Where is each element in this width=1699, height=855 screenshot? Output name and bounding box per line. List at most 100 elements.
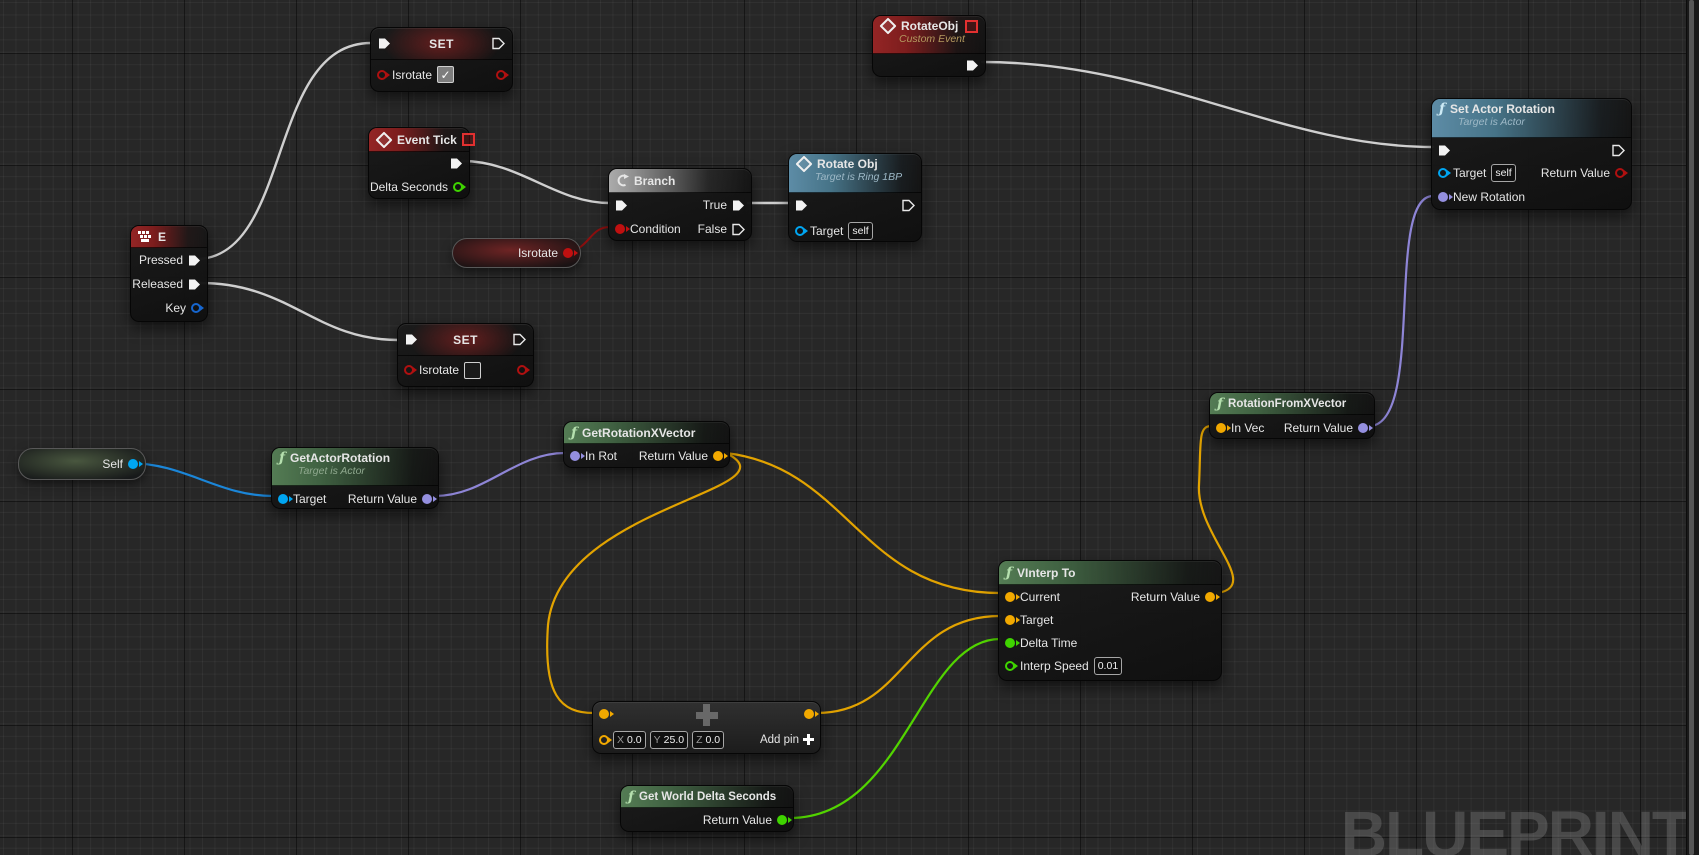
scrollbar-thumb[interactable] bbox=[1689, 0, 1694, 855]
exec-out-pin[interactable] bbox=[1612, 144, 1625, 157]
node-rotation-from-x-vector[interactable]: ƒ RotationFromXVector In Vec Return Valu… bbox=[1209, 392, 1375, 439]
new-rotation-pin[interactable] bbox=[1438, 192, 1448, 202]
target-value-input[interactable]: self bbox=[1491, 164, 1516, 182]
return-value-pin[interactable] bbox=[1205, 591, 1215, 602]
target-pin[interactable] bbox=[1005, 614, 1015, 625]
wire-deltaseconds-to-deltatime[interactable] bbox=[788, 637, 1002, 820]
node-rotate-obj-call[interactable]: Rotate Obj Target is Ring 1BP Target sel… bbox=[788, 153, 922, 242]
key-pin[interactable] bbox=[191, 303, 201, 313]
node-get-rotation-x-vector[interactable]: ƒ GetRotationXVector In Rot Return Value bbox=[563, 421, 730, 468]
target-pin[interactable] bbox=[795, 225, 805, 236]
interp-speed-value: 0.01 bbox=[1097, 659, 1119, 672]
return-value-pin[interactable] bbox=[1615, 168, 1625, 178]
vertical-scrollbar[interactable] bbox=[1686, 0, 1699, 855]
target-value-input[interactable]: self bbox=[848, 221, 873, 240]
plus-icon bbox=[695, 704, 718, 726]
bool-in-pin[interactable] bbox=[404, 365, 414, 375]
wire-self-to-target[interactable] bbox=[126, 461, 275, 498]
bool-out-pin[interactable] bbox=[517, 365, 527, 375]
node-rotateobj-event[interactable]: RotateObj Custom Event bbox=[872, 15, 986, 77]
isrotate-out-pin[interactable] bbox=[563, 248, 573, 258]
vector-in-pin-2[interactable] bbox=[599, 734, 609, 745]
node-key-e[interactable]: E Pressed Released Key bbox=[130, 225, 208, 322]
node-branch[interactable]: Branch True Condition False bbox=[608, 168, 752, 241]
bool-out-pin[interactable] bbox=[496, 69, 506, 80]
exec-in-pin[interactable] bbox=[405, 333, 418, 346]
check-glyph: ✓ bbox=[440, 67, 451, 82]
return-value-pin[interactable] bbox=[777, 814, 787, 825]
wire-exec-tick-to-branch[interactable] bbox=[460, 159, 612, 205]
wire-addvector-to-target[interactable] bbox=[815, 614, 1002, 715]
wire-exec-pressed-to-set[interactable] bbox=[198, 41, 373, 261]
node-get-isrotate[interactable]: Isrotate bbox=[452, 238, 581, 268]
node-get-actor-rotation[interactable]: ƒ GetActorRotation Target is Actor Targe… bbox=[271, 447, 439, 509]
exec-out-pin[interactable] bbox=[902, 199, 915, 212]
wire-xvector-to-current[interactable] bbox=[724, 451, 1002, 595]
return-value-pin[interactable] bbox=[1358, 422, 1368, 433]
delta-seconds-pin[interactable] bbox=[453, 181, 463, 192]
in-rot-pin[interactable] bbox=[570, 450, 580, 461]
wire-xvector-to-addvector[interactable] bbox=[546, 451, 742, 715]
event-diamond-icon bbox=[375, 131, 393, 148]
node-title: Get World Delta Seconds bbox=[639, 790, 777, 803]
exec-out-pin[interactable] bbox=[966, 59, 979, 72]
in-vec-pin[interactable] bbox=[1216, 422, 1226, 433]
interp-speed-input[interactable]: 0.01 bbox=[1093, 656, 1123, 675]
current-pin[interactable] bbox=[1005, 591, 1015, 602]
add-pin-button[interactable]: Add pin bbox=[760, 734, 814, 746]
pin-label: Current bbox=[1020, 589, 1061, 604]
add-pin-label: Add pin bbox=[759, 733, 799, 746]
exec-in-pin[interactable] bbox=[615, 199, 628, 212]
pin-label: Return Value bbox=[1540, 166, 1610, 180]
node-title: Event Tick bbox=[397, 132, 457, 147]
node-event-tick[interactable]: Event Tick Delta Seconds bbox=[368, 127, 475, 199]
node-set-isrotate-true[interactable]: SET Isrotate ✓ bbox=[370, 27, 513, 92]
exec-out-pin[interactable] bbox=[492, 37, 505, 50]
interp-speed-pin[interactable] bbox=[1005, 660, 1015, 671]
wire-exec-released-to-set[interactable] bbox=[198, 281, 400, 342]
node-get-world-delta-seconds[interactable]: ƒ Get World Delta Seconds Return Value bbox=[620, 785, 794, 832]
isrotate-checkbox[interactable] bbox=[464, 361, 482, 379]
condition-pin[interactable] bbox=[615, 224, 625, 234]
wire-exec-event-to-setactorrotation[interactable] bbox=[980, 60, 1435, 149]
x-axis-label: X bbox=[617, 733, 625, 746]
pin-label: Return Value bbox=[638, 448, 708, 463]
target-value: self bbox=[1495, 167, 1512, 179]
true-exec-pin[interactable] bbox=[732, 199, 745, 212]
return-value-pin[interactable] bbox=[713, 450, 723, 461]
wire-rotation-to-inrot[interactable] bbox=[433, 451, 567, 498]
vector-out-pin[interactable] bbox=[804, 709, 814, 719]
node-vinterp-to[interactable]: ƒ VInterp To Current Return Value Target… bbox=[998, 560, 1222, 681]
false-exec-pin[interactable] bbox=[732, 223, 745, 236]
node-get-self[interactable]: Self bbox=[18, 448, 146, 480]
node-title: RotationFromXVector bbox=[1228, 397, 1347, 410]
released-exec-pin[interactable] bbox=[188, 278, 201, 291]
exec-out-pin[interactable] bbox=[450, 157, 463, 170]
exec-out-pin[interactable] bbox=[513, 333, 526, 346]
pin-label: Delta Time bbox=[1020, 635, 1078, 650]
wire-rotation-to-newrotation[interactable] bbox=[1369, 194, 1435, 428]
target-pin[interactable] bbox=[278, 493, 288, 504]
vector-in-pin[interactable] bbox=[599, 709, 609, 719]
exec-in-pin[interactable] bbox=[795, 199, 808, 212]
function-icon: ƒ bbox=[1217, 395, 1224, 412]
exec-in-pin[interactable] bbox=[378, 37, 391, 50]
return-value-pin[interactable] bbox=[422, 493, 432, 504]
pin-label: In Vec bbox=[1231, 420, 1265, 435]
exec-in-pin[interactable] bbox=[1438, 144, 1451, 157]
node-set-actor-rotation[interactable]: ƒ Set Actor Rotation Target is Actor Tar… bbox=[1431, 98, 1632, 210]
wire-vinterp-to-invec[interactable] bbox=[1197, 424, 1235, 595]
isrotate-checkbox[interactable]: ✓ bbox=[437, 66, 455, 83]
self-out-pin[interactable] bbox=[128, 459, 138, 469]
node-set-isrotate-false[interactable]: SET Isrotate bbox=[397, 323, 534, 387]
bool-in-pin[interactable] bbox=[377, 69, 387, 80]
pressed-exec-pin[interactable] bbox=[188, 254, 201, 267]
pin-label: Interp Speed bbox=[1020, 658, 1089, 673]
delta-time-pin[interactable] bbox=[1005, 637, 1015, 648]
target-pin[interactable] bbox=[1438, 168, 1448, 178]
